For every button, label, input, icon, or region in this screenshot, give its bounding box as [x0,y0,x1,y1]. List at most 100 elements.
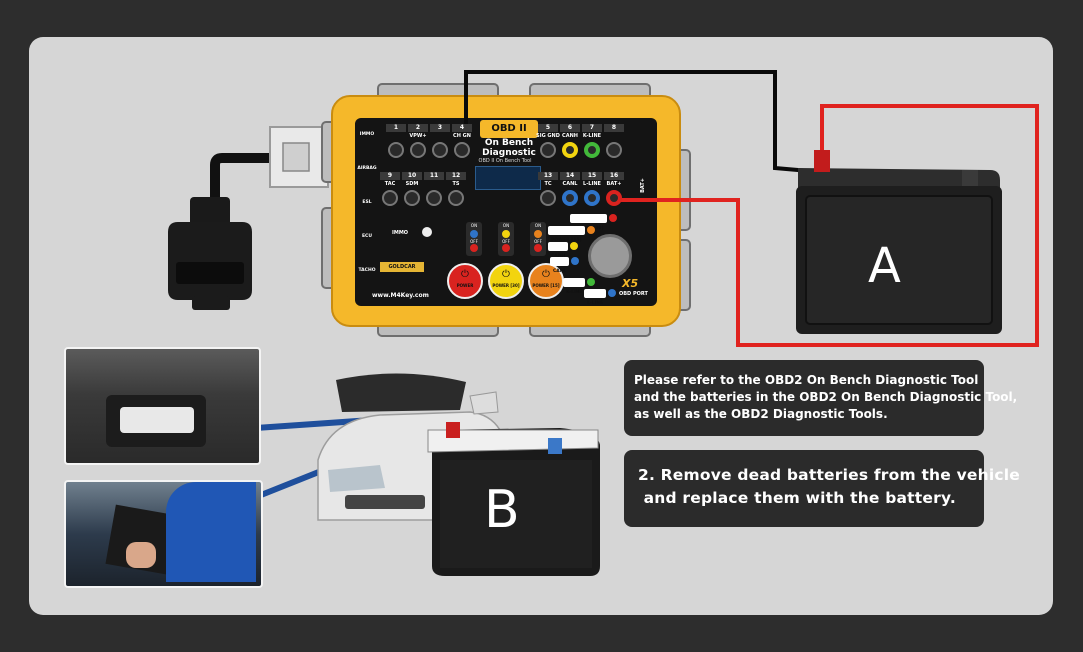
pin-jack[interactable] [606,190,622,206]
photo-battery-replacement [64,480,263,588]
device-title-line1: On Bench [484,138,534,148]
pin-jack[interactable] [382,190,398,206]
device.pins_right_top-pin-8[interactable]: 8 [604,124,624,162]
signal-dot[interactable] [608,289,617,297]
battery-a-label: A [868,238,901,294]
pin-jack[interactable] [562,142,578,158]
device.pins_top-pin-3[interactable]: 3 [430,124,450,162]
signal-dot[interactable] [587,278,596,286]
round-connector [588,234,632,278]
pin-jack[interactable] [562,190,578,206]
pin-number: 2 [408,124,428,132]
signal-dot[interactable] [570,242,579,250]
side-label-immo: IMMO [359,132,375,137]
pin-jack[interactable] [454,142,470,158]
pin-jack[interactable] [584,190,600,206]
power-button-label: POWER [15] [532,283,560,288]
switch-indicator [502,230,510,238]
side-label-airbag: AIRBAG [357,166,377,171]
pin-label: TAC [384,181,396,187]
pin-number: 3 [430,124,450,132]
pin-label: TS [452,181,460,187]
battery-b [427,422,600,576]
pin-number: 1 [386,124,406,132]
step-line-2: and replace them with the battery. [638,489,956,507]
pin-number: 7 [582,124,602,132]
signal-label-text: K-LINE [566,290,583,295]
immo-switch[interactable] [422,227,432,237]
device-title-line2: Diagnostic [482,148,536,158]
pin-jack[interactable] [426,190,442,206]
signal-label-4: CANL [550,257,580,274]
pin-number: 9 [380,172,400,180]
device-title: On Bench Diagnostic [470,138,548,158]
signal-label-6: L-LINE [584,289,617,306]
device-website: www.M4Key.com [372,292,429,299]
pin-label: BAT+ [606,181,622,187]
signal-label-text: CANL [553,269,567,274]
device-screen [475,166,541,190]
model-sub: OBD PORT [619,291,648,297]
pin-number: 6 [560,124,580,132]
pin-number: 13 [538,172,558,180]
pin-jack[interactable] [540,142,556,158]
power-button-label: POWER [30] [492,283,520,288]
signal-label-text: L-LINE [587,301,604,306]
signal-dot[interactable] [608,214,617,222]
pin-label: L-LINE [583,181,601,187]
side-label-tacho: TACHO [358,268,376,273]
pin-jack[interactable] [404,190,420,206]
power-button-3[interactable]: ⏻POWER [15] [528,263,564,299]
pin-number: 12 [446,172,466,180]
info-line-1: Please refer to the OBD2 On Bench Diagno… [634,373,979,387]
pin-number: 11 [424,172,444,180]
pin-number: 5 [538,124,558,132]
device.pins_top-pin-1[interactable]: 1 [386,124,406,162]
signal-dot[interactable] [586,226,595,234]
switch-indicator [470,230,478,238]
switch-label: OFF [470,239,478,244]
pin-jack[interactable] [388,142,404,158]
pin-jack[interactable] [606,142,622,158]
switch-indicator [534,230,542,238]
pin-label: SDM [405,181,419,187]
pin-number: 14 [560,172,580,180]
power-button-2[interactable]: ⏻POWER [30] [488,263,524,299]
device.pins_bottom-pin-11[interactable]: 11 [424,172,444,210]
obd-badge: OBD II [480,120,538,140]
signal-dot[interactable] [571,257,580,265]
photo-obd-port [64,347,261,465]
info-line-3: as well as the OBD2 Diagnostic Tools. [634,407,888,421]
power-icon: ⏻ [461,269,469,280]
power-button-1[interactable]: ⏻POWER [447,263,483,299]
side-label-ecu: ECU [361,234,373,239]
immo-switch-label: IMMO [392,230,409,236]
pin-number: 8 [604,124,624,132]
pin-jack[interactable] [410,142,426,158]
bat-side-label: BAT+ [640,178,646,193]
pin-jack[interactable] [448,190,464,206]
pin-number: 16 [604,172,624,180]
pin-number: 10 [402,172,422,180]
pin-jack[interactable] [432,142,448,158]
pin-label: CH GN [453,133,471,139]
switch-label: ON [502,223,510,228]
pin-jack[interactable] [540,190,556,206]
device-subtitle: OBD II On Bench Tool [478,158,532,164]
pin-jack[interactable] [584,142,600,158]
